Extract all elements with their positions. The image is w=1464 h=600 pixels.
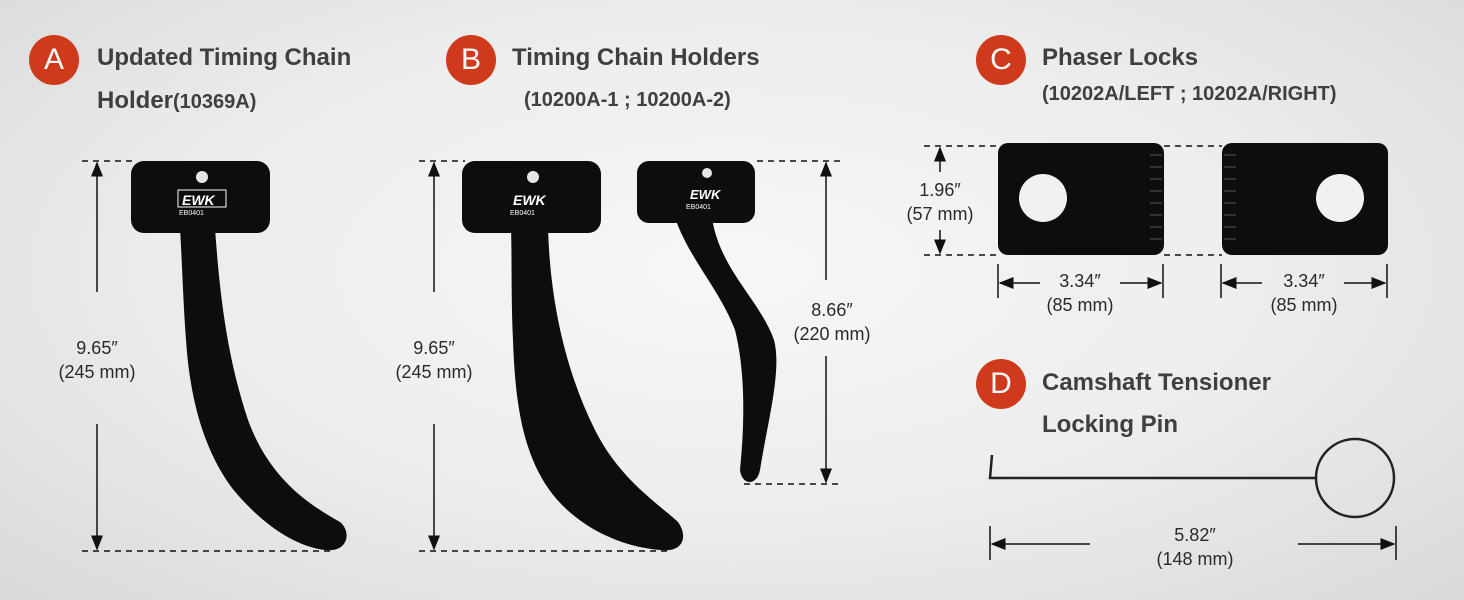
timing-chain-holder-b2 xyxy=(637,161,777,482)
dim-c-height: 1.96″ (57 mm) xyxy=(898,178,982,226)
dimension-lines xyxy=(82,145,1397,560)
dim-c-right-imperial: 3.34″ xyxy=(1283,271,1325,291)
section-a-code: (10369A) xyxy=(173,91,257,113)
dim-b2-metric: (220 mm) xyxy=(793,324,871,344)
dim-a-imperial: 9.65″ xyxy=(76,338,118,358)
phaser-lock-left xyxy=(998,143,1164,255)
ewk-logo-a: EWK xyxy=(182,192,215,208)
dim-b2-imperial: 8.66″ xyxy=(811,300,853,320)
dim-c-left-metric: (85 mm) xyxy=(1046,295,1114,315)
section-b-code: (10200A-1 ; 10200A-2) xyxy=(524,89,731,111)
timing-chain-holder-b1 xyxy=(462,161,684,551)
dim-b1-metric: (245 mm) xyxy=(395,362,473,382)
tool-label-a: EB0401 xyxy=(179,210,204,217)
section-b-badge: B xyxy=(446,35,496,85)
timing-chain-holder-a xyxy=(131,161,347,551)
dim-c-height-imperial: 1.96″ xyxy=(919,180,961,200)
phaser-lock-right xyxy=(1222,143,1388,255)
locking-pin xyxy=(988,437,1396,519)
ewk-logo-b2: EWK xyxy=(690,187,721,202)
section-a-title-line1: Updated Timing Chain xyxy=(97,44,352,71)
dim-a-metric: (245 mm) xyxy=(58,362,136,382)
dim-c-left-imperial: 3.34″ xyxy=(1059,271,1101,291)
tool-label-b1: EB0401 xyxy=(510,210,535,217)
section-c-badge: C xyxy=(976,35,1026,85)
dim-c-height-metric: (57 mm) xyxy=(906,204,974,224)
dim-b1-imperial: 9.65″ xyxy=(413,338,455,358)
dim-c-left-width: 3.34″ (85 mm) xyxy=(1035,269,1125,317)
ewk-logo-b1: EWK xyxy=(513,192,546,208)
section-c-title: Phaser Locks xyxy=(1042,44,1199,71)
dim-d-metric: (148 mm) xyxy=(1156,549,1234,569)
section-d-badge: D xyxy=(976,359,1026,409)
dim-b1-height: 9.65″ (245 mm) xyxy=(389,336,479,384)
section-c-code: (10202A/LEFT ; 10202A/RIGHT) xyxy=(1042,83,1337,105)
dim-b2-height: 8.66″ (220 mm) xyxy=(786,298,878,346)
section-d-title-line1: Camshaft Tensioner xyxy=(1042,369,1271,396)
dim-d-imperial: 5.82″ xyxy=(1174,525,1216,545)
section-a-title-holder: Holder xyxy=(97,87,174,114)
section-b-title: Timing Chain Holders xyxy=(512,44,760,71)
section-a-title-line2: Holder(10369A) xyxy=(97,87,256,115)
section-d-title-line2: Locking Pin xyxy=(1042,411,1179,438)
section-a-badge: A xyxy=(29,35,79,85)
tool-label-b2: EB0401 xyxy=(686,204,711,211)
dim-a-height: 9.65″ (245 mm) xyxy=(52,336,142,384)
dim-d-length: 5.82″ (148 mm) xyxy=(1147,523,1243,571)
dim-c-right-width: 3.34″ (85 mm) xyxy=(1259,269,1349,317)
dim-c-right-metric: (85 mm) xyxy=(1270,295,1338,315)
